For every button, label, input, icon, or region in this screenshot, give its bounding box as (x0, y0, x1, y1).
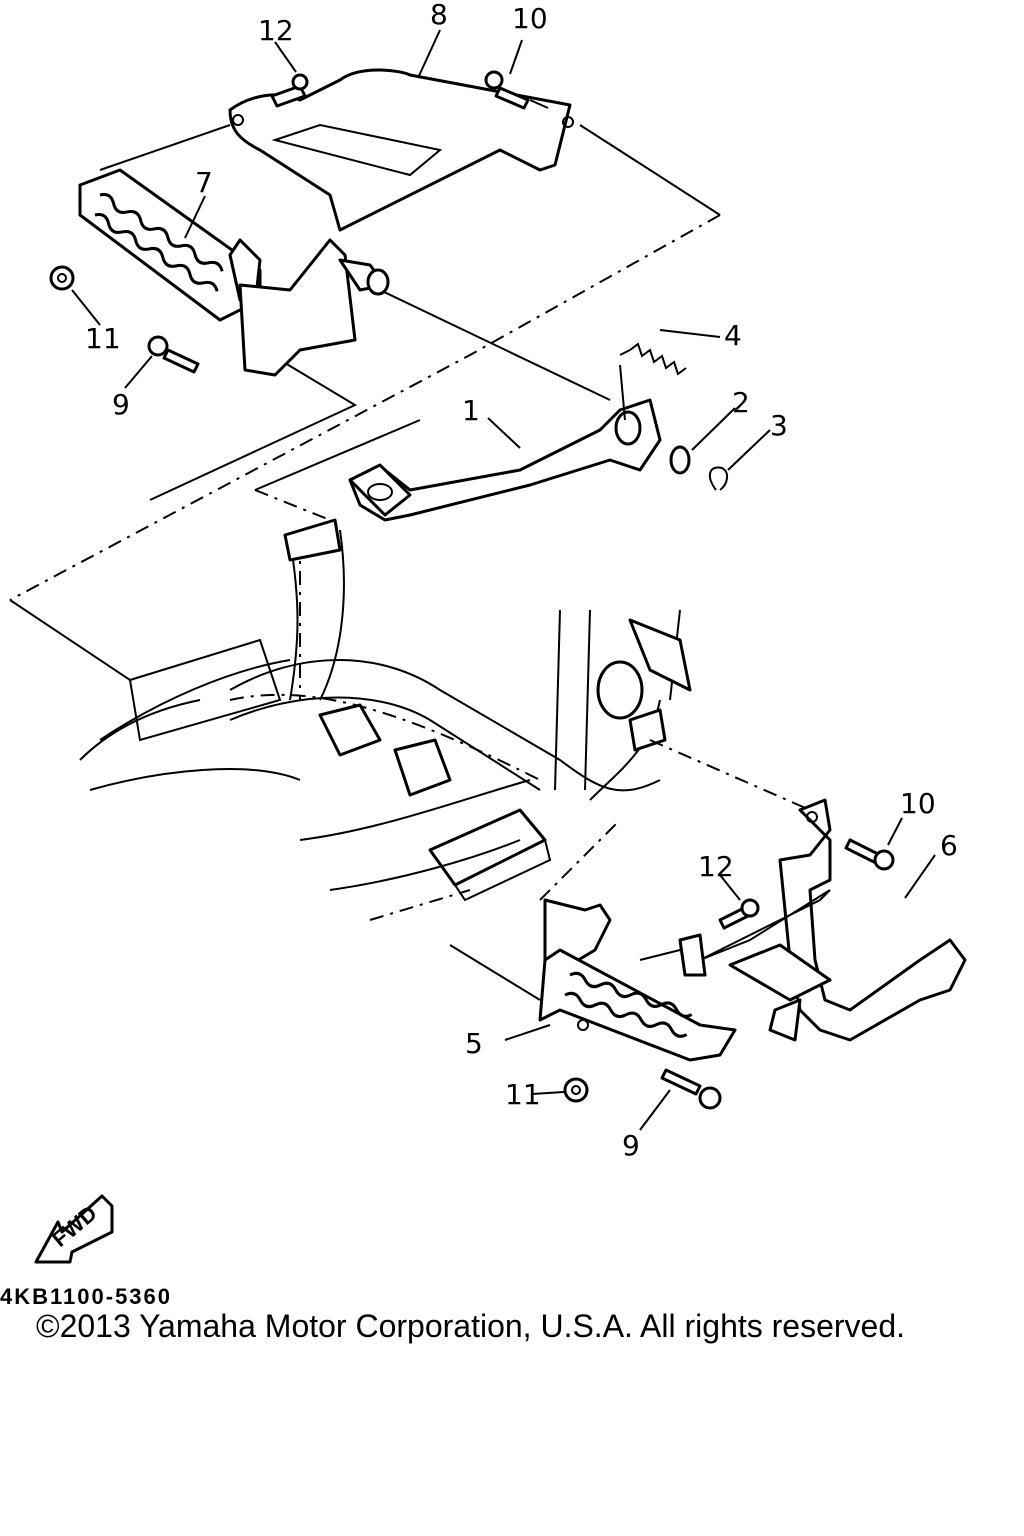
part-12-bolt-bottom (718, 898, 760, 930)
copyright-notice: ©2013 Yamaha Motor Corporation, U.S.A. A… (36, 1308, 906, 1344)
part-11-nut-right (563, 1077, 589, 1103)
fwd-arrow-icon: FWD (34, 1194, 114, 1264)
part-6-guard-bracket-right (678, 798, 967, 1042)
part-12-bolt-top (270, 73, 309, 108)
callout-8: 8 (430, 0, 448, 31)
callout-10-top: 10 (512, 2, 548, 35)
part-10-bolt-top (484, 70, 530, 110)
exploded-parts-diagram: 1 2 3 4 5 6 7 8 9 9 10 10 11 11 12 12 FW… (9, 0, 967, 1264)
callout-labels: 1 2 3 4 5 6 7 8 9 9 10 10 11 11 12 12 (85, 0, 958, 1162)
callout-9-bottom: 9 (622, 1129, 640, 1162)
callout-11-left: 11 (85, 322, 121, 355)
callout-7: 7 (195, 166, 213, 199)
callout-1: 1 (462, 394, 480, 427)
frame-chassis (79, 518, 692, 921)
part-5-footpeg-right (538, 898, 737, 1062)
reference-lines (9, 124, 811, 1001)
leader-lines (71, 29, 936, 1131)
part-9-bolt-bottom (660, 1068, 722, 1110)
callout-10-bottom: 10 (900, 787, 936, 820)
callout-5: 5 (465, 1027, 483, 1060)
part-7-footpeg-left (78, 168, 390, 377)
callout-12-bottom: 12 (698, 850, 734, 883)
part-2-washer (669, 445, 691, 475)
callout-6: 6 (940, 829, 958, 862)
part-9-bolt-left (147, 335, 200, 374)
part-10-bolt-bottom (844, 838, 895, 871)
part-4-return-spring (619, 342, 687, 421)
callout-4: 4 (724, 319, 742, 352)
callout-12-top: 12 (258, 14, 294, 47)
part-3-clip (708, 466, 728, 491)
callout-2: 2 (732, 386, 750, 419)
part-11-nut-left (49, 265, 75, 291)
part-code: 4KB1100-5360 (0, 1284, 173, 1309)
callout-9-left: 9 (112, 388, 130, 421)
callout-11-bottom: 11 (505, 1078, 541, 1111)
part-1-brake-pedal (348, 398, 662, 522)
callout-3: 3 (770, 409, 788, 442)
